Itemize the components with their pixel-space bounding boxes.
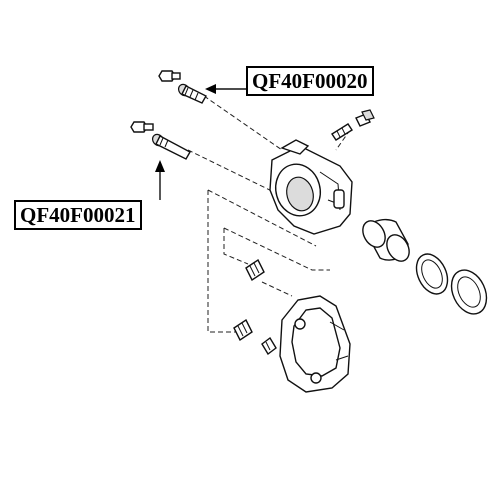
- caliper-piston: [362, 218, 410, 262]
- part-label-upper-bolt: QF40F00020: [246, 66, 374, 96]
- lower-guide-bolt: [130, 121, 191, 160]
- guide-pin-boot-upper: [245, 258, 265, 282]
- dust-boot: [450, 269, 488, 315]
- bleeder-screw: [331, 109, 375, 141]
- caliper-bracket: [279, 295, 351, 393]
- assembly-guide-lines: [187, 95, 351, 333]
- upper-guide-bolt: [158, 70, 207, 104]
- guide-pin-sleeve: [261, 336, 277, 356]
- part-label-lower-bolt: QF40F00021: [14, 200, 142, 230]
- caliper-body: [269, 139, 353, 235]
- label-leaders: [155, 84, 246, 200]
- guide-pin-boot-lower: [233, 318, 253, 342]
- piston-seal: [415, 253, 449, 295]
